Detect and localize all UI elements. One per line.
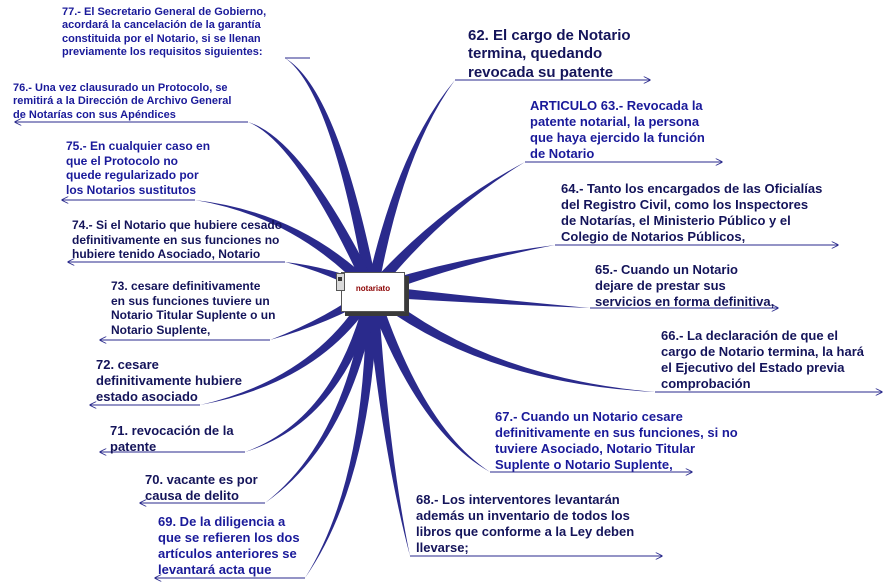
node-article-71[interactable]: 71. revocación de la patente xyxy=(110,423,234,454)
node-article-72[interactable]: 72. cesare definitivamente hubiere estad… xyxy=(96,357,242,404)
branch-62 xyxy=(366,80,455,294)
collapse-handle-icon[interactable] xyxy=(336,273,345,291)
branch-65 xyxy=(371,285,590,308)
node-article-65[interactable]: 65.- Cuando un Notario dejare de prestar… xyxy=(595,262,775,309)
branch-77 xyxy=(285,58,378,294)
node-article-67[interactable]: 67.- Cuando un Notario cesare definitiva… xyxy=(495,409,738,472)
node-article-73[interactable]: 73. cesare definitivamente en sus funcio… xyxy=(111,279,276,337)
node-article-66[interactable]: 66.- La declaración de que el cargo de N… xyxy=(661,328,865,391)
node-article-69[interactable]: 69. De la diligencia a que se refieren l… xyxy=(158,514,300,577)
node-article-70[interactable]: 70. vacante es por causa de delito xyxy=(145,472,258,503)
branch-68 xyxy=(366,290,410,556)
node-article-76[interactable]: 76.- Una vez clausurado un Protocolo, se… xyxy=(13,82,232,121)
central-topic-label: notariato xyxy=(355,284,391,293)
node-article-74[interactable]: 74.- Si el Notario que hubiere cesado de… xyxy=(72,218,283,262)
node-article-77[interactable]: 77.- El Secretario General de Gobierno, … xyxy=(62,6,267,59)
branch-67 xyxy=(366,287,490,472)
node-article-62[interactable]: 62. El cargo de Notario termina, quedand… xyxy=(468,27,631,81)
node-article-63[interactable]: ARTICULO 63.- Revocada la patente notari… xyxy=(530,98,705,161)
node-article-75[interactable]: 75.- En cualquier caso en que el Protoco… xyxy=(66,139,211,197)
node-article-64[interactable]: 64.- Tanto los encargados de las Oficial… xyxy=(561,181,823,244)
central-topic[interactable]: notariato xyxy=(336,272,405,312)
node-article-68[interactable]: 68.- Los interventores levantarán además… xyxy=(416,492,635,555)
